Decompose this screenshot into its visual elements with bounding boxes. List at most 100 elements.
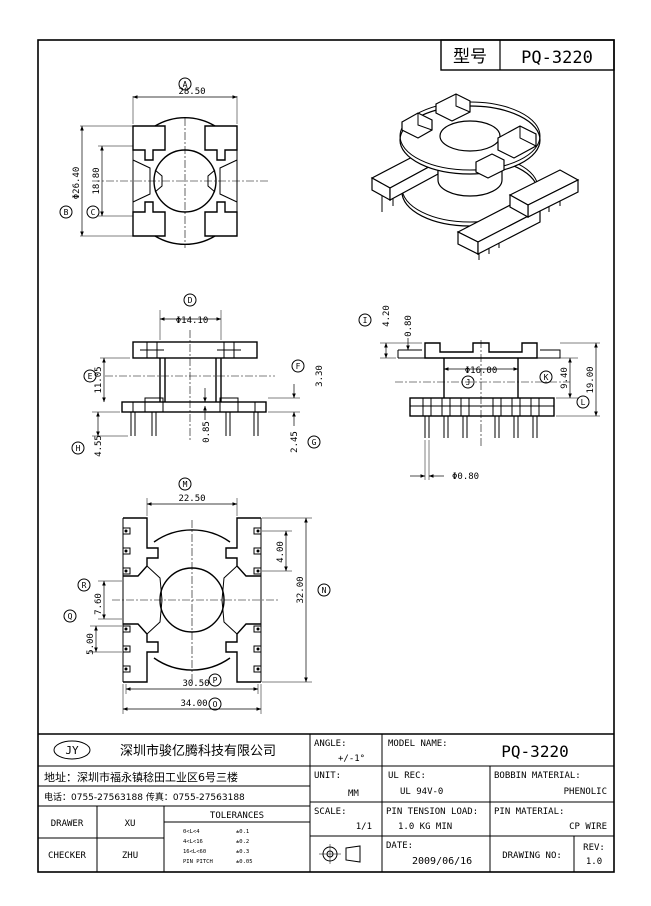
callout-d: D: [183, 293, 197, 307]
title-block: JY 深圳市骏亿腾科技有限公司 地址：深圳市福永镇稔田工业区6号三楼 电话：07…: [38, 733, 614, 872]
svg-text:C: C: [91, 208, 96, 217]
date-label: DATE:: [386, 841, 413, 851]
side-core-dia-dim: Φ16.00: [465, 366, 498, 376]
company-name: 深圳市骏亿腾科技有限公司: [120, 743, 276, 759]
ul-value: UL 94V-0: [400, 787, 443, 797]
front-pin-len-dim: 4.55: [94, 435, 104, 457]
callout-q: Q: [63, 609, 77, 623]
tolerances-label: TOLERANCES: [210, 811, 264, 821]
bobbin-material-value: PHENOLIC: [564, 787, 607, 797]
drawer-value: XU: [125, 819, 136, 829]
date-value: 2009/06/16: [412, 856, 472, 867]
svg-text:B: B: [64, 208, 69, 217]
bottom-view: 22.50 4.00 32.00 7.60 5.00 30.50 34.00 M…: [63, 477, 331, 714]
side-pin-dia-dim: Φ0.80: [452, 472, 479, 482]
callout-i: I: [358, 313, 372, 327]
svg-text:M: M: [183, 480, 188, 489]
checker-value: ZHU: [122, 851, 138, 861]
callout-c: C: [86, 205, 100, 219]
side-inner-h-dim: 9.40: [560, 367, 570, 389]
company-logo: JY: [53, 740, 91, 760]
scale-value: 1/1: [356, 822, 372, 832]
side-total-h-dim: 19.00: [586, 366, 596, 393]
checker-label: CHECKER: [48, 851, 87, 861]
front-core-dia-dim: Φ14.10: [176, 316, 209, 326]
svg-text:P: P: [213, 676, 218, 685]
company-phone: 电话：0755-27563188 传真：0755-27563188: [44, 791, 245, 803]
svg-text:N: N: [322, 586, 327, 595]
bottom-total-w-dim: 34.00: [180, 699, 207, 709]
model-header: 型号 PQ-3220: [440, 39, 615, 71]
unit-value: MM: [348, 789, 359, 799]
bottom-pitch-dim: 4.00: [276, 541, 286, 563]
callout-e: E: [83, 369, 97, 383]
company-address: 地址：深圳市福永镇稔田工业区6号三楼: [44, 770, 238, 784]
callout-g: G: [307, 435, 321, 449]
drawing-no-label: DRAWING NO:: [502, 851, 562, 861]
angle-label: ANGLE:: [314, 739, 347, 749]
callout-r: R: [77, 578, 91, 592]
scale-label: SCALE:: [314, 807, 347, 817]
drawing-border: [37, 39, 615, 873]
bottom-top-w-dim: 22.50: [178, 494, 205, 504]
svg-text:±0.3: ±0.3: [236, 849, 249, 855]
svg-text:4<L<16: 4<L<16: [183, 839, 203, 845]
svg-text:I: I: [363, 316, 368, 325]
callout-k: K: [539, 370, 553, 384]
model-name-value: PQ-3220: [501, 742, 568, 761]
top-outer-dia-dim: Φ26.40: [72, 167, 82, 200]
unit-label: UNIT:: [314, 771, 341, 781]
svg-text:Q: Q: [68, 612, 73, 621]
pin-material-value: CP WIRE: [569, 822, 607, 832]
svg-text:JY: JY: [65, 744, 79, 757]
svg-text:F: F: [296, 362, 301, 371]
model-header-value: PQ-3220: [521, 48, 593, 68]
svg-text:L: L: [581, 398, 586, 407]
svg-text:K: K: [544, 373, 549, 382]
top-inner-h-dim: 18.80: [92, 167, 102, 194]
rev-value: 1.0: [586, 857, 602, 867]
svg-text:R: R: [82, 581, 87, 590]
side-view: 4.20 0.80 Φ16.00 9.40 19.00 Φ0.80 I J K …: [358, 305, 600, 482]
callout-m: M: [178, 477, 192, 491]
front-flange-dim: 3.30: [315, 365, 325, 387]
top-view: 28.50 Φ26.40 18.80 A B C: [59, 77, 270, 248]
callout-n: N: [317, 583, 331, 597]
callout-o: O: [208, 697, 222, 711]
front-height-dim: 11.05: [94, 366, 104, 393]
drawer-label: DRAWER: [51, 819, 84, 829]
callout-b: B: [59, 205, 73, 219]
bottom-r-dim: 7.60: [94, 593, 104, 615]
callout-a: A: [178, 77, 192, 91]
front-base-dim: 2.45: [290, 431, 300, 453]
svg-text:±0.2: ±0.2: [236, 839, 249, 845]
angle-value: +/-1°: [338, 754, 365, 764]
bottom-q-dim: 5.00: [86, 633, 96, 655]
svg-text:J: J: [466, 378, 471, 387]
bottom-pin-span-dim: 30.50: [182, 679, 209, 689]
side-top-h-dim: 4.20: [382, 305, 392, 327]
callout-p: P: [208, 673, 222, 687]
pin-tension-label: PIN TENSION LOAD:: [386, 807, 478, 817]
svg-text:±0.1: ±0.1: [236, 829, 249, 835]
front-view: Φ14.10 11.05 3.30 2.45 0.85 4.55 D E F G…: [71, 293, 325, 457]
callout-j: J: [461, 375, 475, 389]
callout-l: L: [576, 395, 590, 409]
front-wall-dim: 0.85: [202, 421, 212, 443]
tolerances-table: 0<L<4 ±0.1 4<L<16 ±0.2 16<L<60 ±0.3 PIN …: [183, 829, 253, 865]
rev-label: REV:: [583, 843, 605, 853]
svg-text:±0.05: ±0.05: [236, 859, 253, 865]
svg-text:H: H: [76, 444, 81, 453]
callout-f: F: [291, 359, 305, 373]
pin-material-label: PIN MATERIAL:: [494, 807, 564, 817]
svg-text:0<L<4: 0<L<4: [183, 829, 200, 835]
bottom-total-h-dim: 32.00: [296, 576, 306, 603]
svg-text:E: E: [88, 372, 93, 381]
svg-text:D: D: [188, 296, 193, 305]
svg-text:G: G: [312, 438, 317, 447]
callout-h: H: [71, 441, 85, 455]
top-width-dim: 28.50: [178, 87, 205, 97]
svg-text:16<L<60: 16<L<60: [183, 849, 206, 855]
side-slot-dim: 0.80: [404, 315, 414, 337]
